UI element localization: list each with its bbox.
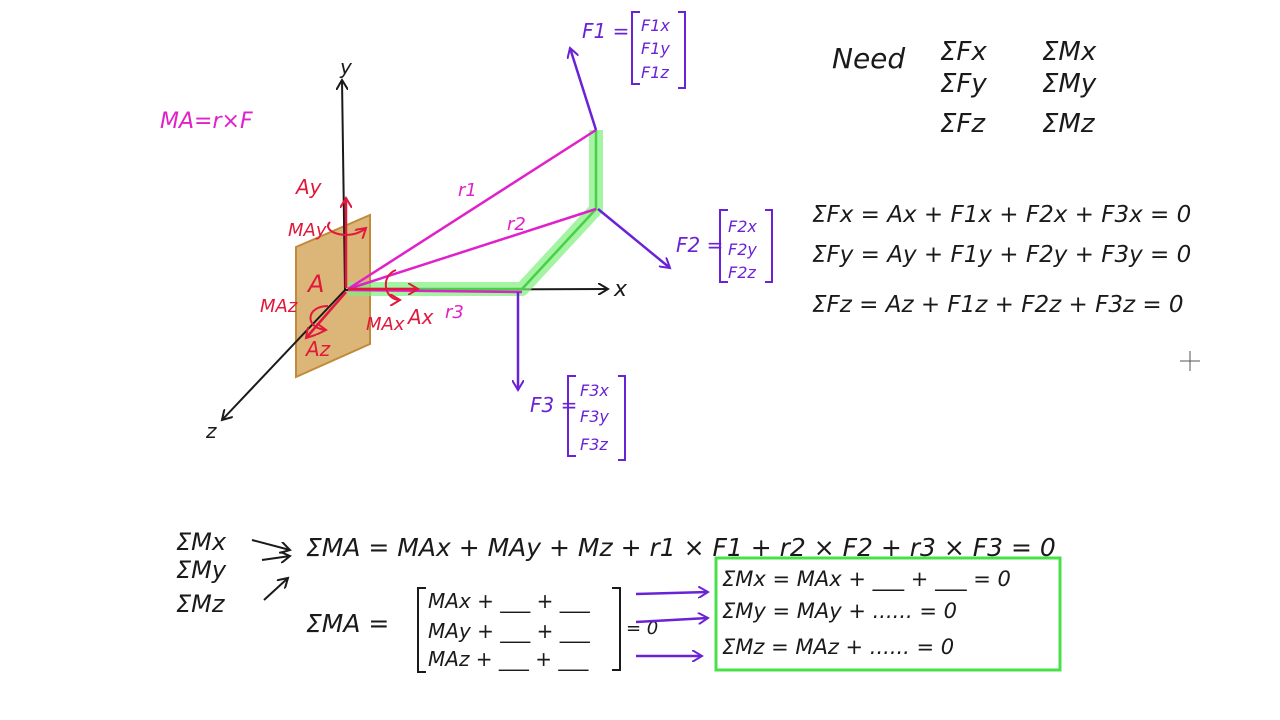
F2-bracket-right	[765, 209, 773, 283]
arrow-row-x-to-box	[635, 592, 708, 594]
MAx-label: MAx	[366, 314, 405, 335]
r3-label: r3	[445, 302, 464, 323]
F1-bracket-right	[678, 11, 686, 89]
need-sum-Mx: ΣMx	[1042, 37, 1097, 67]
need-sum-Mz: ΣMz	[1042, 109, 1096, 139]
matrix-row-y: MAy + ___ + ___	[428, 619, 591, 643]
cursor-crosshair-icon	[1180, 351, 1200, 371]
matrix-bracket-left	[417, 587, 426, 673]
F3-bracket-left	[567, 375, 576, 457]
boxed-equation-y: ΣMy = MAy + ...... = 0	[722, 599, 957, 623]
matrix-row-x: MAx + ___ + ___	[428, 589, 591, 613]
F1y: F1y	[641, 39, 670, 58]
point-A-label: A	[306, 270, 324, 298]
moment-MAx-curl	[385, 269, 400, 300]
moment-sum-lhs: ΣMA =	[306, 609, 389, 638]
F1-bracket-left	[631, 11, 640, 85]
force-equations: ΣFx = Ax + F1x + F2x + F3x = 0 ΣFy = Ay …	[812, 202, 1191, 318]
F2y: F2y	[728, 240, 757, 259]
F2-label: F2 =	[676, 233, 723, 257]
matrix-equals-zero: = 0	[626, 618, 658, 639]
arrow-Mz-to-sum	[263, 578, 288, 601]
moment-equations: ΣMx ΣMy ΣMz ΣMA = MAx + MAy + Mz + r1 × …	[176, 528, 1062, 673]
need-sum-Fz: ΣFz	[940, 109, 986, 139]
position-vector-r3	[347, 288, 523, 294]
need-sum-My: ΣMy	[1042, 69, 1097, 99]
need-sum-Fx: ΣFx	[940, 37, 987, 67]
result-box	[714, 556, 1062, 672]
force-F3-vector: F3 = F3x F3y F3z	[530, 375, 626, 461]
F3-bracket-right	[618, 375, 626, 461]
F1-label: F1 =	[582, 19, 629, 43]
need-sum-Fy: ΣFy	[940, 69, 987, 99]
F3z: F3z	[580, 435, 608, 454]
F1x: F1x	[641, 16, 670, 35]
boxed-equation-x: ΣMx = MAx + ___ + ___ = 0	[722, 567, 1011, 592]
moment-MAz-curl	[309, 305, 329, 330]
Ay-label: Ay	[294, 175, 323, 199]
force-F1-arrow	[570, 48, 598, 131]
force-F1-vector: F1 = F1x F1y F1z	[582, 11, 686, 89]
MAy-label: MAy	[288, 220, 327, 241]
force-equation-x: ΣFx = Ax + F1x + F2x + F3x = 0	[812, 202, 1191, 228]
force-equation-y: ΣFy = Ay + F1y + F2y + F3y = 0	[812, 242, 1191, 268]
F2x: F2x	[728, 217, 757, 236]
Az-label: Az	[304, 337, 331, 361]
z-axis-label: z	[205, 419, 217, 443]
F3-label: F3 =	[530, 393, 577, 417]
force-F2-arrow	[597, 208, 670, 268]
F3x: F3x	[580, 381, 609, 400]
force-F2-vector: F2 = F2x F2y F2z	[676, 209, 773, 283]
left-sum-Mx: ΣMx	[176, 528, 227, 556]
F1z: F1z	[641, 63, 669, 82]
y-axis-label: y	[339, 55, 353, 79]
F2-bracket-left	[719, 209, 728, 283]
Ax-label: Ax	[406, 305, 434, 329]
force-equation-z: ΣFz = Az + F1z + F2z + F3z = 0	[812, 292, 1184, 318]
position-vector-r1	[347, 128, 597, 291]
MAz-label: MAz	[260, 296, 298, 317]
matrix-bracket-right	[612, 587, 621, 671]
x-axis-label: x	[613, 277, 628, 302]
boxed-equation-z: ΣMz = MAz + ...... = 0	[722, 635, 954, 659]
arrow-row-y-to-box	[635, 618, 708, 622]
arrow-Mx-to-sum	[251, 539, 290, 550]
need-list: Need ΣFx ΣMx ΣFy ΣMy ΣFz ΣMz	[832, 37, 1097, 139]
left-sum-Mz: ΣMz	[176, 590, 226, 618]
arrow-My-to-sum	[261, 556, 290, 560]
left-sum-My: ΣMy	[176, 556, 227, 584]
y-axis	[342, 80, 345, 291]
moment-definition: MA=r×F	[160, 109, 253, 134]
z-axis	[222, 289, 346, 420]
moment-MAy-curl	[327, 221, 366, 235]
matrix-row-z: MAz + ___ + ___	[428, 647, 589, 671]
r2-label: r2	[507, 214, 526, 235]
F2z: F2z	[728, 263, 756, 282]
free-body-diagram: y x z r1 r2 r3 F1 = F1x F1y F1z F2 =	[205, 11, 773, 461]
need-label: Need	[832, 42, 905, 75]
r1-label: r1	[458, 180, 477, 201]
F3y: F3y	[580, 407, 609, 426]
reaction-Az-arrow	[306, 291, 347, 338]
bent-rod	[348, 130, 598, 291]
